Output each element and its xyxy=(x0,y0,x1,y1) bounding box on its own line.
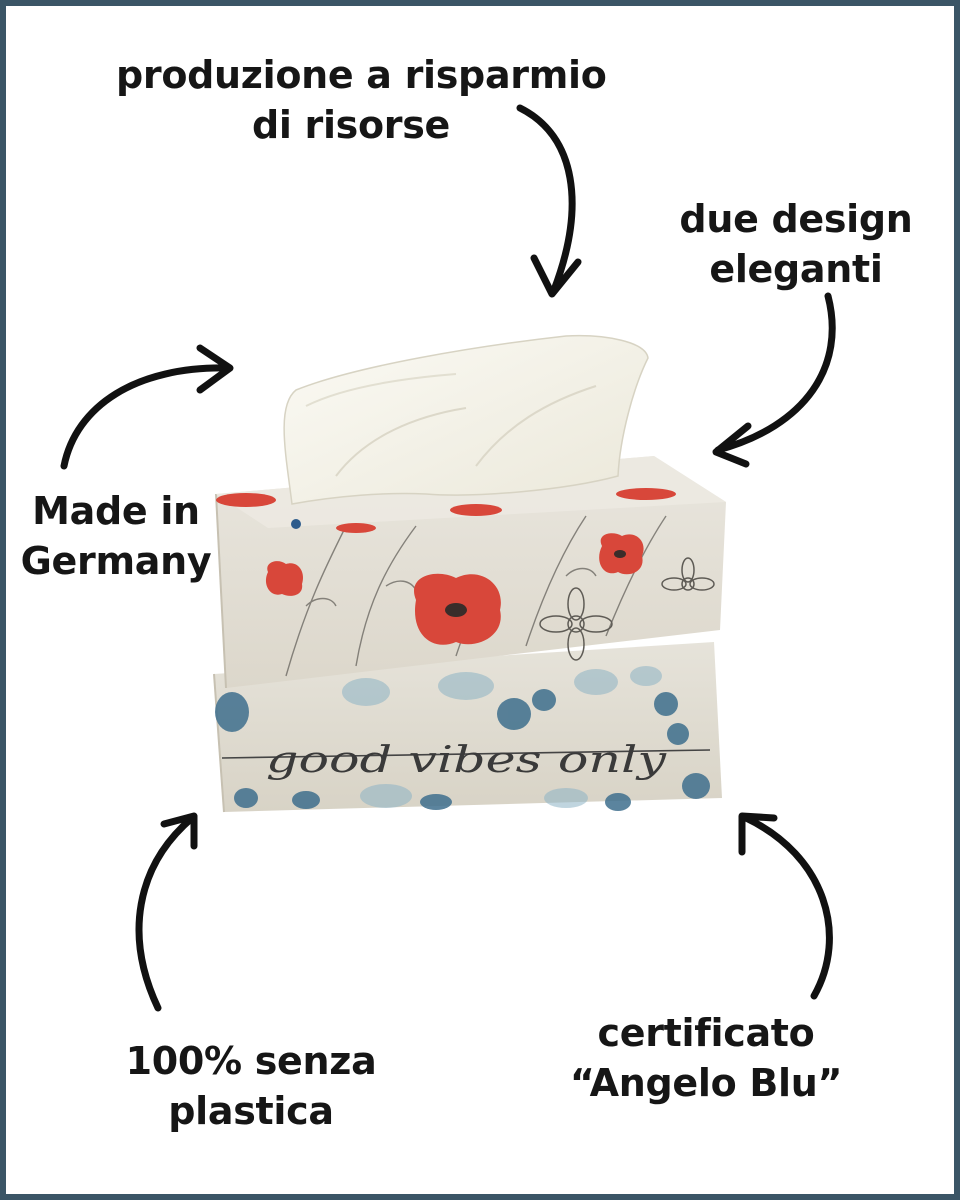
callout-blue-angel: certificato “Angelo Blu” xyxy=(556,1008,856,1108)
callout-two-designs-line2: eleganti xyxy=(709,247,883,291)
blue-angel-logo-icon xyxy=(291,519,301,529)
callout-resource-saving: produzione a risparmio di risorse xyxy=(116,50,607,150)
box-good-vibes: good vibes only xyxy=(213,642,722,813)
callout-resource-saving-line1: produzione a risparmio xyxy=(116,53,607,97)
callout-two-designs-line1: due design xyxy=(679,197,913,241)
poppy-flower-icon xyxy=(216,488,676,645)
daisy-flower-icon xyxy=(539,557,715,661)
callout-plastic-free-line2: plastica xyxy=(168,1089,334,1133)
callout-made-in-germany: Made in Germany xyxy=(16,486,216,586)
callout-resource-saving-line2: di risorse xyxy=(251,103,451,147)
callout-made-in-germany-line2: Germany xyxy=(20,539,212,583)
callout-made-in-germany-line1: Made in xyxy=(32,489,200,533)
arrow-angel-icon xyxy=(738,812,833,1000)
arrow-plastic-icon xyxy=(135,812,198,1012)
tissue-icon xyxy=(283,334,649,505)
callout-two-designs: due design eleganti xyxy=(676,194,916,294)
callout-plastic-free: 100% senza plastica xyxy=(106,1036,396,1136)
good-vibes-script: good vibes only xyxy=(266,740,667,781)
callout-blue-angel-line2: “Angelo Blu” xyxy=(569,1061,843,1105)
arrow-design-icon xyxy=(712,292,836,468)
arrow-germany-icon xyxy=(60,344,234,470)
callout-blue-angel-line1: certificato xyxy=(597,1011,815,1055)
callout-plastic-free-line1: 100% senza xyxy=(125,1039,377,1083)
product-scene: good vibes only xyxy=(60,104,836,1012)
arrow-top-icon xyxy=(516,104,582,298)
